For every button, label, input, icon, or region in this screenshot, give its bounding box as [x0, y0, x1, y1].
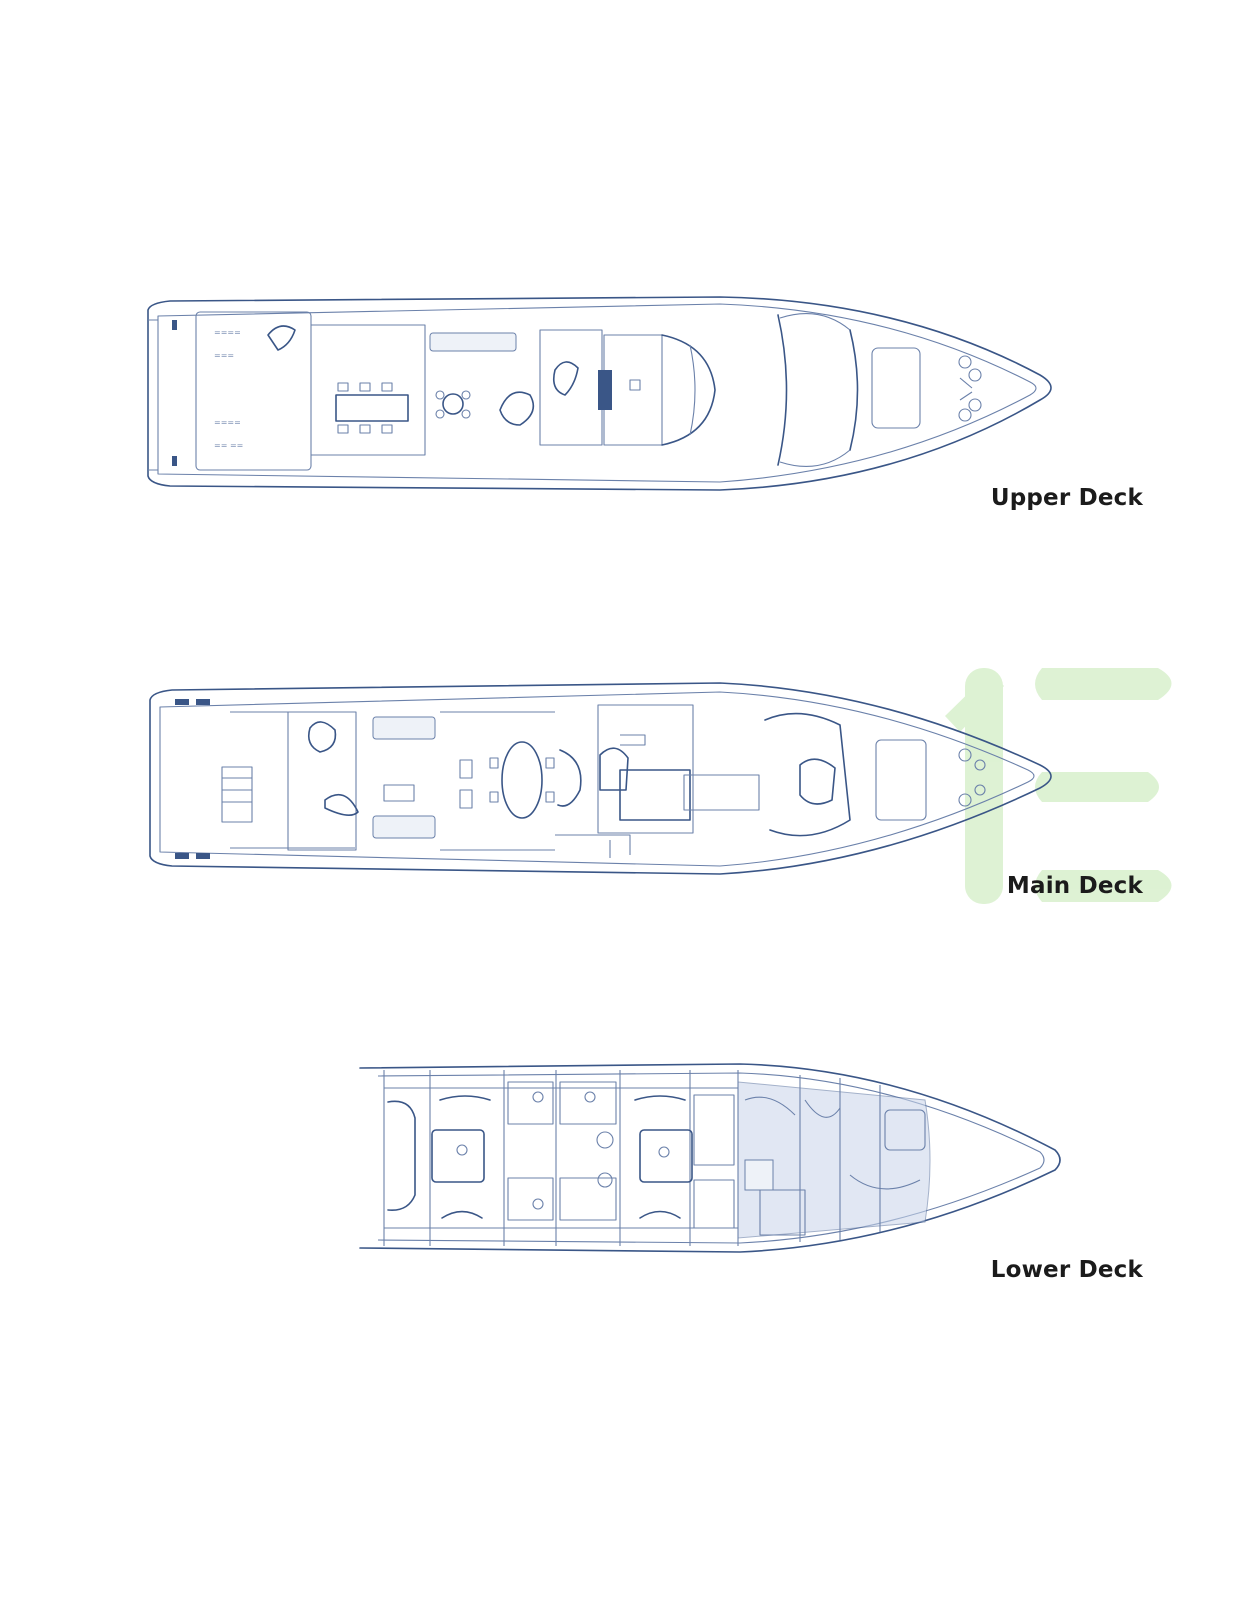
upper-deck-label: Upper Deck — [990, 485, 1143, 511]
main-deck-plan: Main Deck — [0, 675, 1250, 905]
main-deck-label: Main Deck — [1006, 873, 1143, 899]
lower-deck-plan: Lower Deck — [0, 1055, 1250, 1295]
upper-deck-plan: ==== === ==== == == Upper Deck — [0, 280, 1250, 511]
upper-deck-drawing: ==== === ==== == == — [147, 296, 1052, 491]
svg-text:===: === — [214, 351, 234, 360]
svg-text:====: ==== — [214, 328, 241, 337]
lower-deck-drawing — [359, 1063, 1061, 1253]
lower-deck-label: Lower Deck — [990, 1257, 1143, 1283]
svg-text:====: ==== — [214, 418, 241, 427]
main-deck-drawing — [149, 682, 1052, 875]
svg-text:== ==: == == — [214, 441, 243, 450]
